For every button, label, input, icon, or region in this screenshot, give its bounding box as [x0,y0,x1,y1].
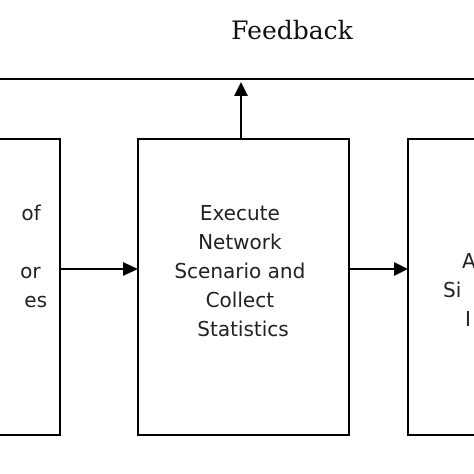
center-box-line-1: Execute [200,201,280,225]
right-box-line-2: Si [443,278,461,302]
left-box-line-3: or [20,259,41,283]
center-box-line-2: Network [198,230,282,254]
right-process-box [407,138,474,436]
right-box-line-1: A [462,249,474,273]
feedback-up-arrowhead [234,82,248,96]
center-to-right-arrowhead [394,262,408,276]
left-box-text: of or es [20,201,47,312]
left-to-center-arrowhead [123,262,138,276]
execute-network-box [137,138,350,436]
center-box-line-3: Scenario and [174,259,305,283]
left-box-line-4: es [24,288,47,312]
center-box-line-4: Collect [206,288,275,312]
right-box-text: A Si I [443,249,474,331]
left-box-line-1: of [21,201,41,225]
right-box-line-3: I [465,307,471,331]
feedback-label: Feedback [231,16,353,45]
center-box-line-5: Statistics [197,317,288,341]
center-box-text: Execute Network Scenario and Collect Sta… [174,201,311,341]
left-process-box [0,138,61,436]
